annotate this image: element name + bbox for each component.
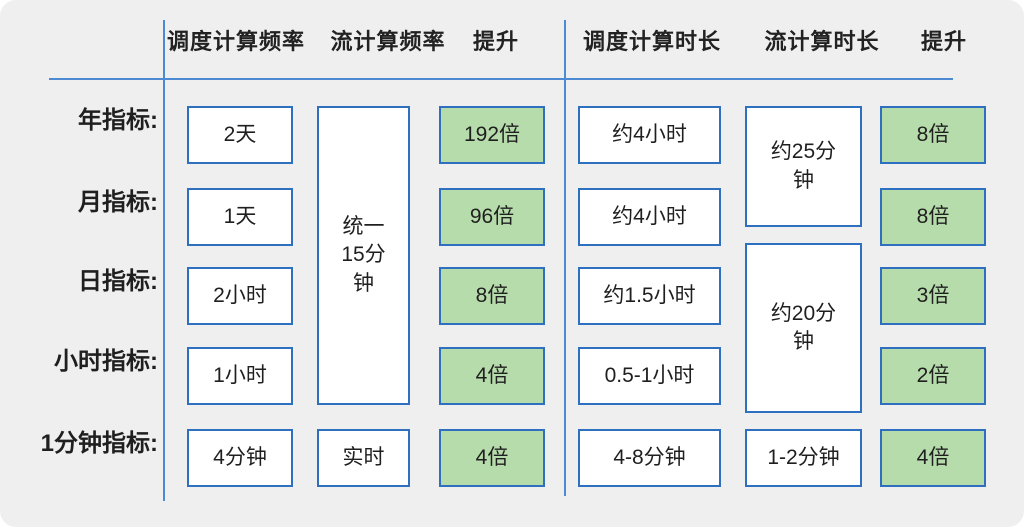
cell-stream-duration-year-month: 约25分 钟: [745, 106, 862, 227]
cell-improvement-duration-year: 8倍: [880, 106, 986, 164]
cell-stream-freq-realtime: 实时: [317, 429, 410, 487]
cell-schedule-freq-year: 2天: [187, 106, 293, 164]
header-stream-duration: 流计算时长: [764, 29, 880, 54]
cell-schedule-duration-minute: 4-8分钟: [578, 429, 721, 487]
row-label-day: 日指标:: [78, 268, 158, 295]
cell-schedule-freq-minute: 4分钟: [187, 429, 293, 487]
cell-improvement-duration-month: 8倍: [880, 188, 986, 246]
cell-schedule-duration-hour: 0.5-1小时: [578, 347, 721, 405]
row-label-year: 年指标:: [78, 107, 158, 134]
header-stream-frequency: 流计算频率: [330, 29, 446, 54]
cell-stream-freq-merged: 统一 15分 钟: [317, 106, 410, 405]
cell-improvement-freq-day: 8倍: [439, 267, 545, 325]
cell-improvement-duration-hour: 2倍: [880, 347, 986, 405]
cell-improvement-duration-minute: 4倍: [880, 429, 986, 487]
cell-improvement-freq-minute: 4倍: [439, 429, 545, 487]
cell-stream-duration-minute: 1-2分钟: [745, 429, 862, 487]
header-schedule-duration: 调度计算时长: [582, 29, 722, 54]
cell-improvement-freq-year: 192倍: [439, 106, 545, 164]
left-column-divider-line: [163, 20, 165, 501]
cell-schedule-duration-month: 约4小时: [578, 188, 721, 246]
cell-schedule-freq-day: 2小时: [187, 267, 293, 325]
cell-improvement-duration-day: 3倍: [880, 267, 986, 325]
cell-schedule-duration-day: 约1.5小时: [578, 267, 721, 325]
header-divider-line: [49, 78, 953, 80]
header-schedule-frequency: 调度计算频率: [166, 29, 306, 54]
cell-improvement-freq-month: 96倍: [439, 188, 545, 246]
row-label-month: 月指标:: [78, 189, 158, 216]
cell-schedule-duration-year: 约4小时: [578, 106, 721, 164]
cell-schedule-freq-hour: 1小时: [187, 347, 293, 405]
header-improvement-right: 提升: [920, 29, 968, 54]
row-label-hour: 小时指标:: [54, 348, 158, 375]
section-divider-line: [564, 20, 566, 496]
row-label-minute: 1分钟指标:: [40, 430, 158, 457]
cell-stream-duration-day-hour: 约20分 钟: [745, 243, 862, 413]
cell-schedule-freq-month: 1天: [187, 188, 293, 246]
header-improvement-left: 提升: [472, 29, 520, 54]
cell-improvement-freq-hour: 4倍: [439, 347, 545, 405]
